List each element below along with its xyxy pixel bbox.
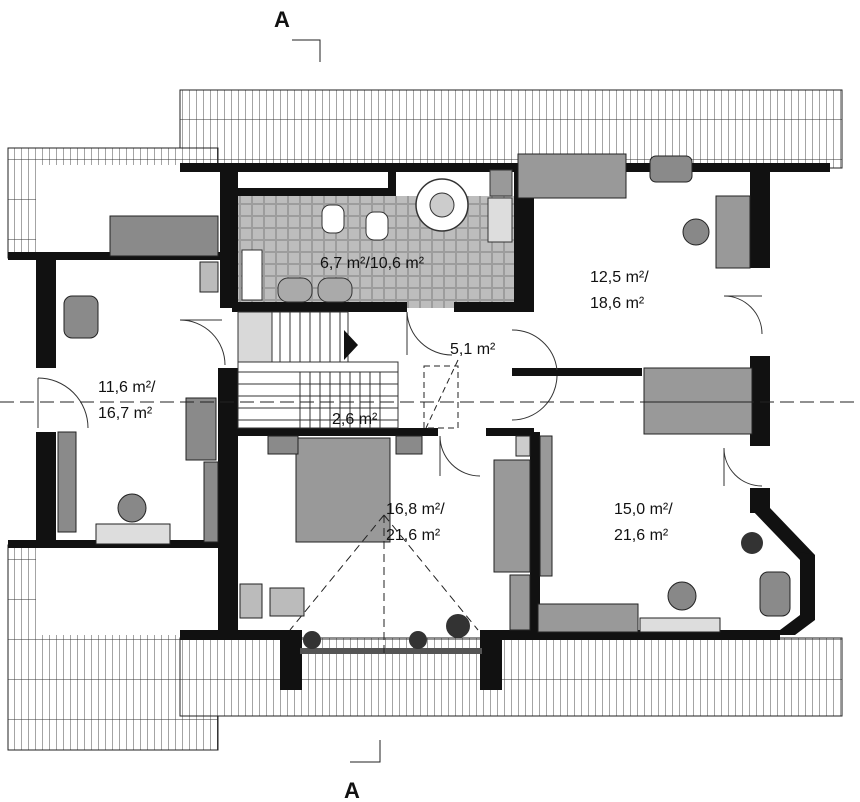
bathroom-fixtures	[241, 169, 513, 303]
section-marker-top: A	[274, 7, 290, 32]
room-ne-area-line2: 18,6 m²	[590, 295, 645, 312]
bedroom-area-line2: 21,6 m²	[386, 527, 441, 544]
room-w-area-line2: 16,7 m²	[98, 405, 153, 422]
room-se-area-line2: 21,6 m²	[614, 527, 669, 544]
section-lines	[0, 39, 860, 763]
bathroom-area: 6,7 m²/10,6 m²	[320, 255, 425, 272]
room-se-area-line1: 15,0 m²/	[614, 501, 673, 518]
section-marker-bottom: A	[344, 778, 360, 802]
stair-landing-area: 2,6 m²	[332, 411, 378, 428]
room-ne-area-line1: 12,5 m²/	[590, 269, 649, 286]
stairs	[237, 311, 399, 429]
hall-area: 5,1 m²	[450, 341, 496, 358]
room-labels: 6,7 m²/10,6 m² 12,5 m²/ 18,6 m² 5,1 m² 1…	[98, 255, 673, 544]
furniture	[57, 153, 791, 633]
plants	[303, 532, 763, 649]
door-swings	[37, 295, 763, 487]
bedroom-area-line1: 16,8 m²/	[386, 501, 445, 518]
room-w-area-line1: 11,6 m²/	[98, 379, 156, 396]
